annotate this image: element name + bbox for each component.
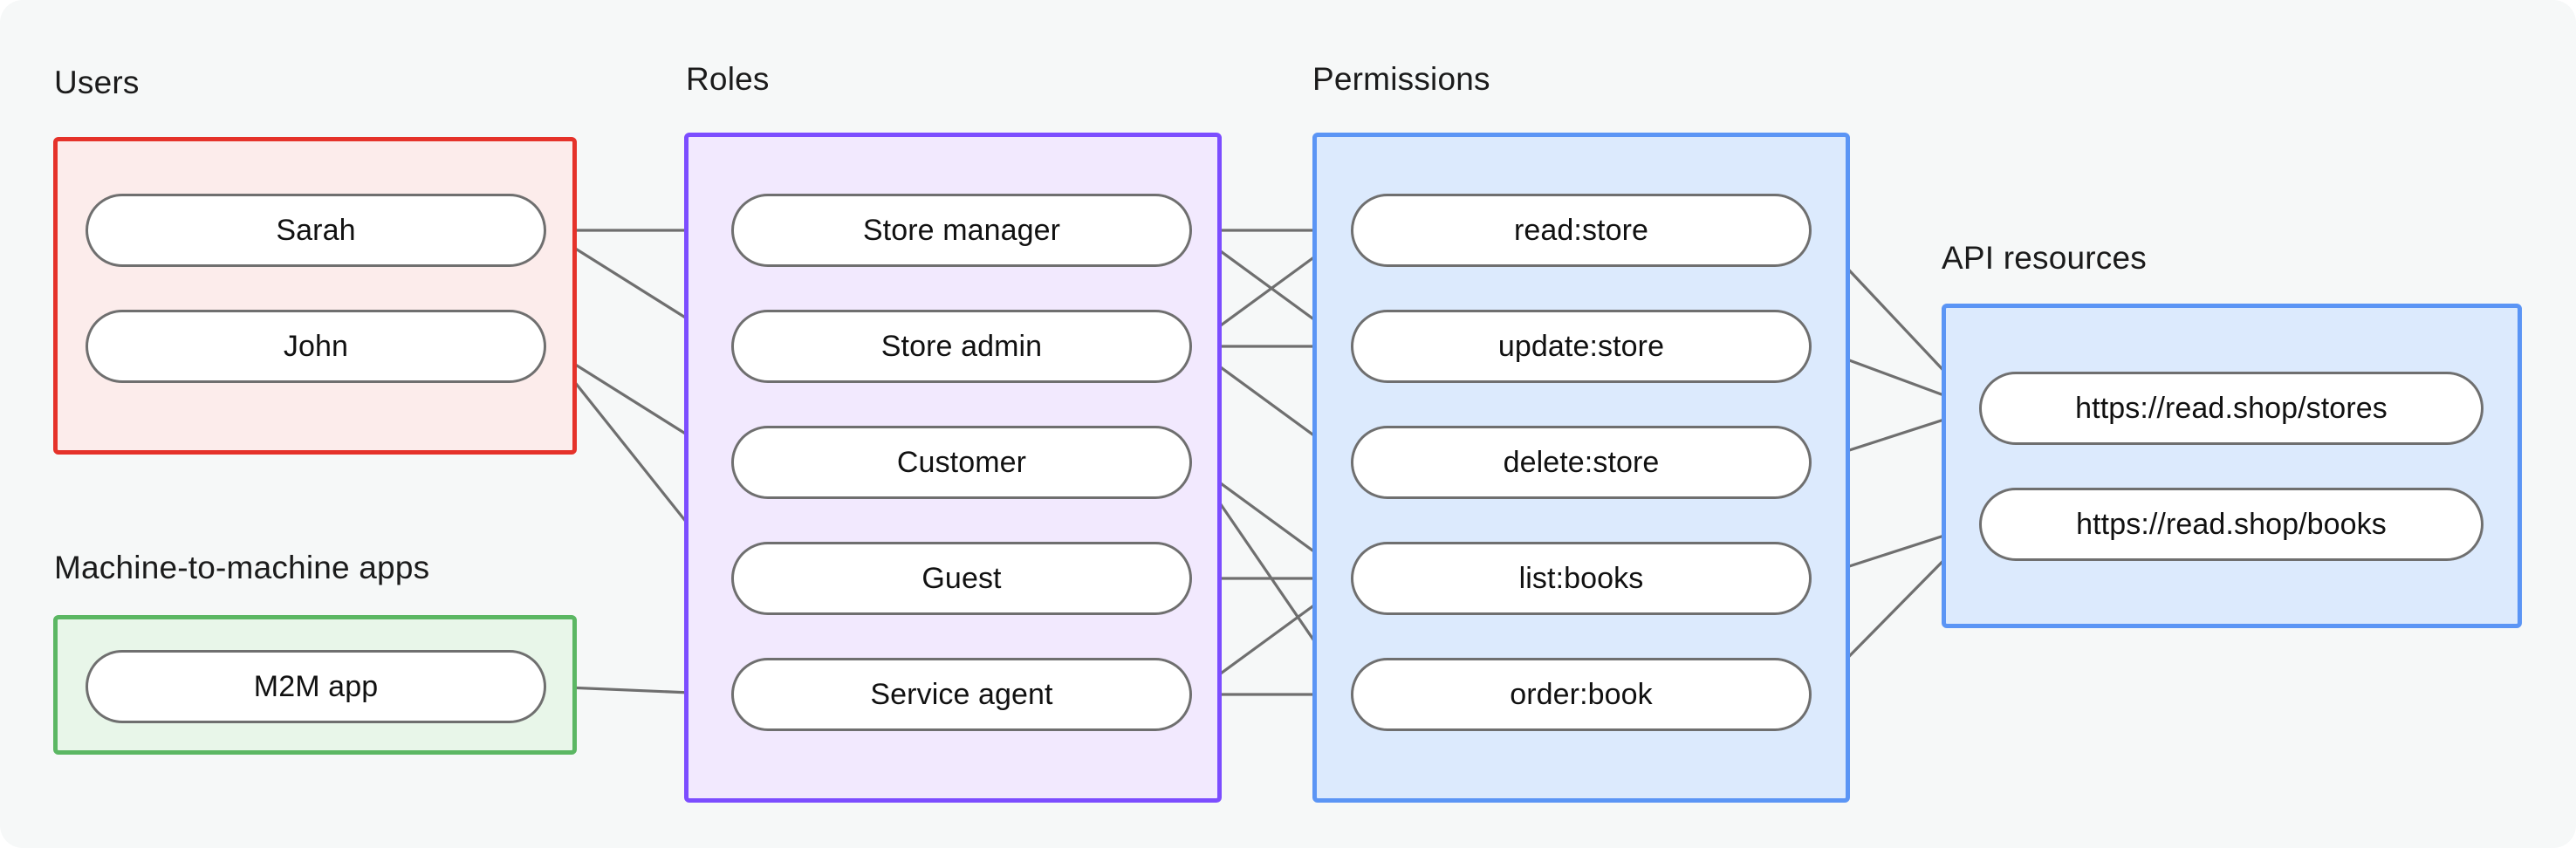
group-container-users bbox=[53, 137, 577, 455]
node-list-books[interactable]: list:books bbox=[1351, 542, 1812, 615]
node-label: Store manager bbox=[862, 213, 1061, 247]
node-read-store[interactable]: read:store bbox=[1351, 194, 1812, 267]
node-label: delete:store bbox=[1503, 445, 1660, 479]
node-label: Sarah bbox=[276, 213, 356, 247]
node-customer[interactable]: Customer bbox=[731, 426, 1192, 499]
node-label: https://read.shop/books bbox=[2076, 507, 2387, 541]
node-john[interactable]: John bbox=[86, 310, 546, 383]
node-label: M2M app bbox=[253, 669, 379, 703]
group-label-permissions: Permissions bbox=[1312, 61, 1490, 97]
node-res-stores[interactable]: https://read.shop/stores bbox=[1979, 372, 2484, 445]
node-label: Guest bbox=[921, 561, 1002, 595]
node-m2mapp[interactable]: M2M app bbox=[86, 650, 546, 723]
node-label: Store admin bbox=[880, 329, 1043, 363]
group-container-api-resources bbox=[1942, 304, 2522, 628]
node-label: John bbox=[283, 329, 349, 363]
node-label: https://read.shop/stores bbox=[2075, 391, 2388, 425]
node-label: update:store bbox=[1497, 329, 1665, 363]
group-label-roles: Roles bbox=[686, 61, 770, 97]
node-order-book[interactable]: order:book bbox=[1351, 658, 1812, 731]
node-label: Service agent bbox=[870, 677, 1053, 711]
node-label: list:books bbox=[1518, 561, 1644, 595]
group-label-users: Users bbox=[54, 65, 140, 100]
node-update-store[interactable]: update:store bbox=[1351, 310, 1812, 383]
node-label: Customer bbox=[896, 445, 1027, 479]
node-service-agent[interactable]: Service agent bbox=[731, 658, 1192, 731]
node-sarah[interactable]: Sarah bbox=[86, 194, 546, 267]
node-store-manager[interactable]: Store manager bbox=[731, 194, 1192, 267]
group-label-api-resources: API resources bbox=[1942, 240, 2147, 276]
node-res-books[interactable]: https://read.shop/books bbox=[1979, 488, 2484, 561]
node-label: order:book bbox=[1510, 677, 1653, 711]
node-guest[interactable]: Guest bbox=[731, 542, 1192, 615]
node-label: read:store bbox=[1513, 213, 1649, 247]
group-label-m2m: Machine-to-machine apps bbox=[54, 550, 430, 585]
node-delete-store[interactable]: delete:store bbox=[1351, 426, 1812, 499]
node-store-admin[interactable]: Store admin bbox=[731, 310, 1192, 383]
